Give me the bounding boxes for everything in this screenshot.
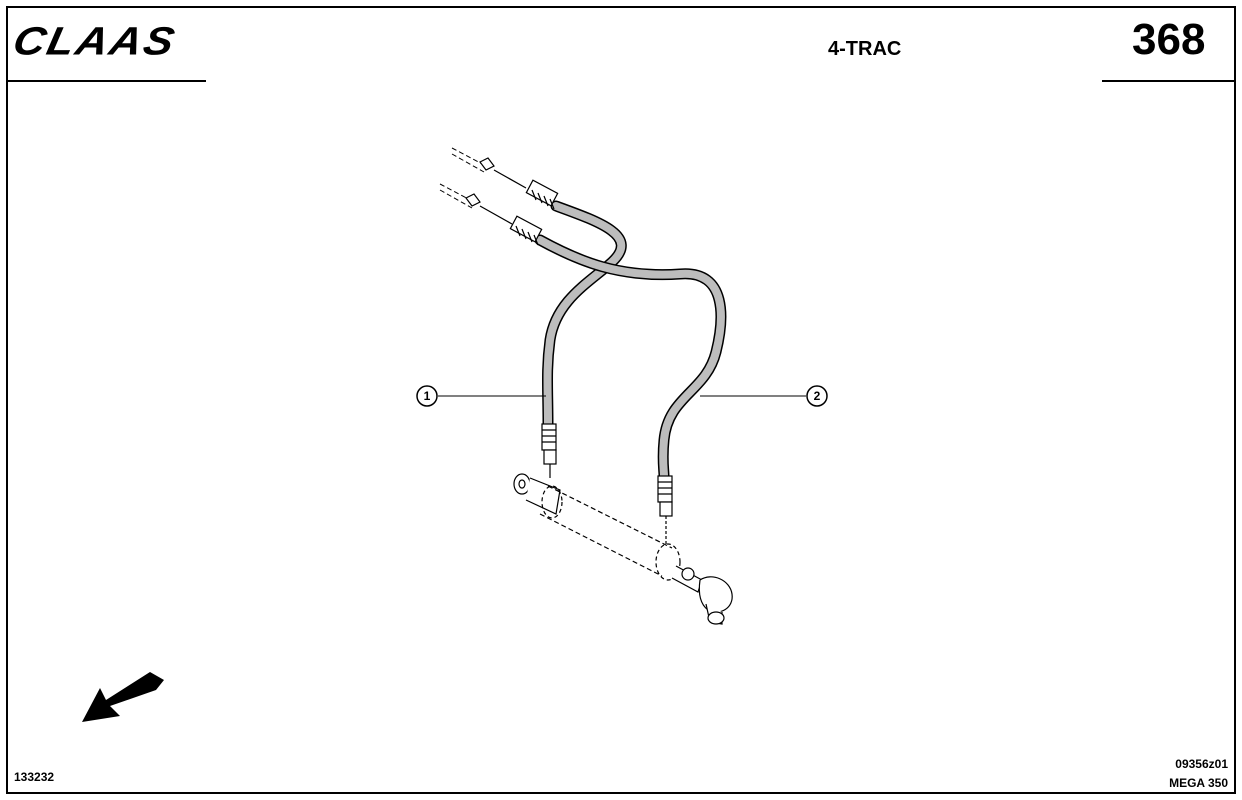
callout-2: 2 bbox=[700, 385, 828, 407]
threaded-fittings-top bbox=[509, 179, 559, 246]
footer-codes: 09356z01 MEGA 350 bbox=[1169, 755, 1228, 793]
header-rule-right bbox=[1102, 80, 1236, 82]
model-name: MEGA 350 bbox=[1169, 776, 1228, 790]
arrow-down-left-icon bbox=[82, 672, 164, 722]
hydraulic-cylinder bbox=[513, 473, 733, 625]
left-code: 133232 bbox=[14, 770, 55, 784]
hose-2 bbox=[534, 234, 727, 482]
bottom-fitting-hose-1 bbox=[541, 423, 557, 478]
header-rule-left bbox=[6, 80, 206, 82]
callout-2-label: 2 bbox=[814, 389, 821, 403]
drawing-frame bbox=[6, 6, 1236, 794]
hose-1 bbox=[542, 200, 627, 430]
drawing-code: 09356z01 bbox=[1175, 757, 1228, 771]
page-number: 368 bbox=[1132, 15, 1206, 64]
dashed-connection-lines bbox=[439, 147, 487, 209]
page-title: 4-TRAC bbox=[828, 38, 902, 60]
top-nut-fittings bbox=[465, 157, 527, 225]
callout-1-label: 1 bbox=[424, 389, 431, 403]
callout-1: 1 bbox=[416, 385, 546, 407]
bottom-fitting-hose-2 bbox=[657, 475, 673, 544]
